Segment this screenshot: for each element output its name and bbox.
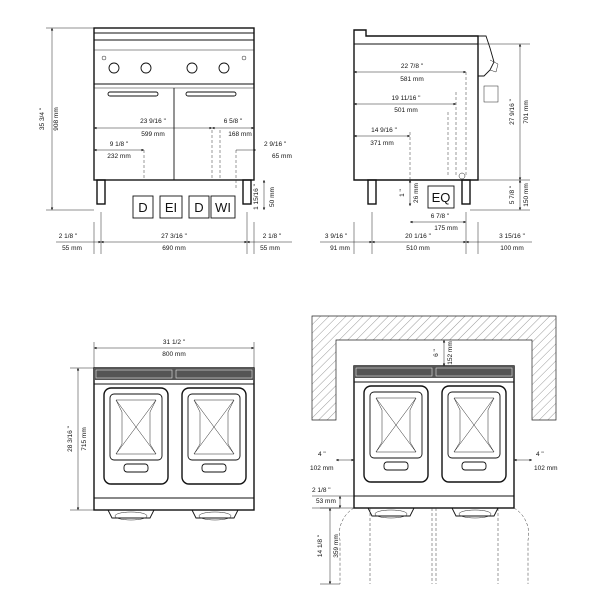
inst-d1418-mm: 359 mm [333,534,340,557]
side-right-in: 3 15/16 " [499,233,525,240]
front-d115-mm: 50 mm [269,187,276,207]
top-view: 31 1/2 " 800 mm 28 3/16 " 715 mm [67,339,255,521]
connection-label-ei: EI [165,200,177,215]
installation-view: 6 " 152 mm 4 " 102 mm 4 " 102 mm 2 1/8 "… [310,315,557,585]
front-d29-in: 2 9/16 " [264,141,287,148]
knob-icon [140,62,152,74]
inst-top-mm: 152 mm [447,341,454,364]
inst-right-mm: 102 mm [534,465,557,472]
side-view: 22 7/8 " 581 mm 19 11/16 " 501 mm 14 9/1… [320,29,532,254]
front-left-mm: 55 mm [62,245,82,252]
top-depth-mm: 715 mm [81,427,88,450]
side-mid-mm: 510 mm [406,245,429,252]
front-d65-in: 6 5/8 " [224,118,243,125]
side-left-mm: 91 mm [330,245,350,252]
front-height-in: 35 3/4 " [39,107,46,130]
side-height-in: 27 9/16 " [509,98,516,124]
side-d22-in: 22 7/8 " [401,63,424,70]
connection-label-d: D [138,200,147,215]
inst-top-in: 6 " [433,348,440,356]
side-d14-in: 14 9/16 " [371,127,397,134]
knob-icon [186,62,198,74]
connection-label-eq: EQ [432,190,451,205]
side-d19-in: 19 11/16 " [392,95,422,102]
front-right-in: 2 1/8 " [263,233,282,240]
side-d22-mm: 581 mm [400,76,423,83]
knob-icon [108,62,120,74]
front-right-mm: 55 mm [260,245,280,252]
side-d14-mm: 371 mm [370,140,393,147]
side-left-in: 3 9/16 " [325,233,348,240]
front-width-mm: 690 mm [162,245,185,252]
side-d19-mm: 501 mm [394,107,417,114]
top-depth-in: 28 3/16 " [67,425,74,451]
front-left-in: 2 1/8 " [59,233,78,240]
front-d9-mm: 232 mm [107,153,130,160]
side-d678-in: 6 7/8 " [431,213,450,220]
side-d678-mm: 175 mm [434,225,457,232]
front-d65-mm: 168 mm [228,131,251,138]
front-d115-in: 1 15/16 " [253,183,260,209]
side-mid-in: 20 1/16 " [405,233,431,240]
inst-left-in: 4 " [318,451,326,458]
front-view: 35 3/4 " 908 mm 23 9/16 " 599 mm 6 5/8 "… [39,27,292,254]
front-d29-mm: 65 mm [272,153,292,160]
side-d578-in: 5 7/8 " [509,185,516,204]
front-d9-in: 9 1/8 " [110,141,129,148]
front-d23-in: 23 9/16 " [140,118,166,125]
knob-icon [218,62,230,74]
connection-label-d2: D [194,200,203,215]
side-d1-in: 1 " [399,188,406,196]
side-right-mm: 100 mm [500,245,523,252]
top-width-in: 31 1/2 " [163,339,186,346]
inst-d218-mm: 53 mm [316,498,336,505]
inst-left-mm: 102 mm [310,465,333,472]
side-d1-mm: 26 mm [413,183,420,203]
side-d578-mm: 150 mm [523,183,530,206]
front-height-mm: 908 mm [53,107,60,130]
side-height-mm: 701 mm [523,100,530,123]
front-d23-mm: 599 mm [141,131,164,138]
inst-d1418-in: 14 1/8 " [317,534,324,557]
connection-label-wi: WI [215,200,231,215]
front-width-in: 27 3/16 " [161,233,187,240]
top-width-mm: 800 mm [162,351,185,358]
inst-d218-in: 2 1/8 " [312,487,331,494]
inst-right-in: 4 " [536,451,544,458]
